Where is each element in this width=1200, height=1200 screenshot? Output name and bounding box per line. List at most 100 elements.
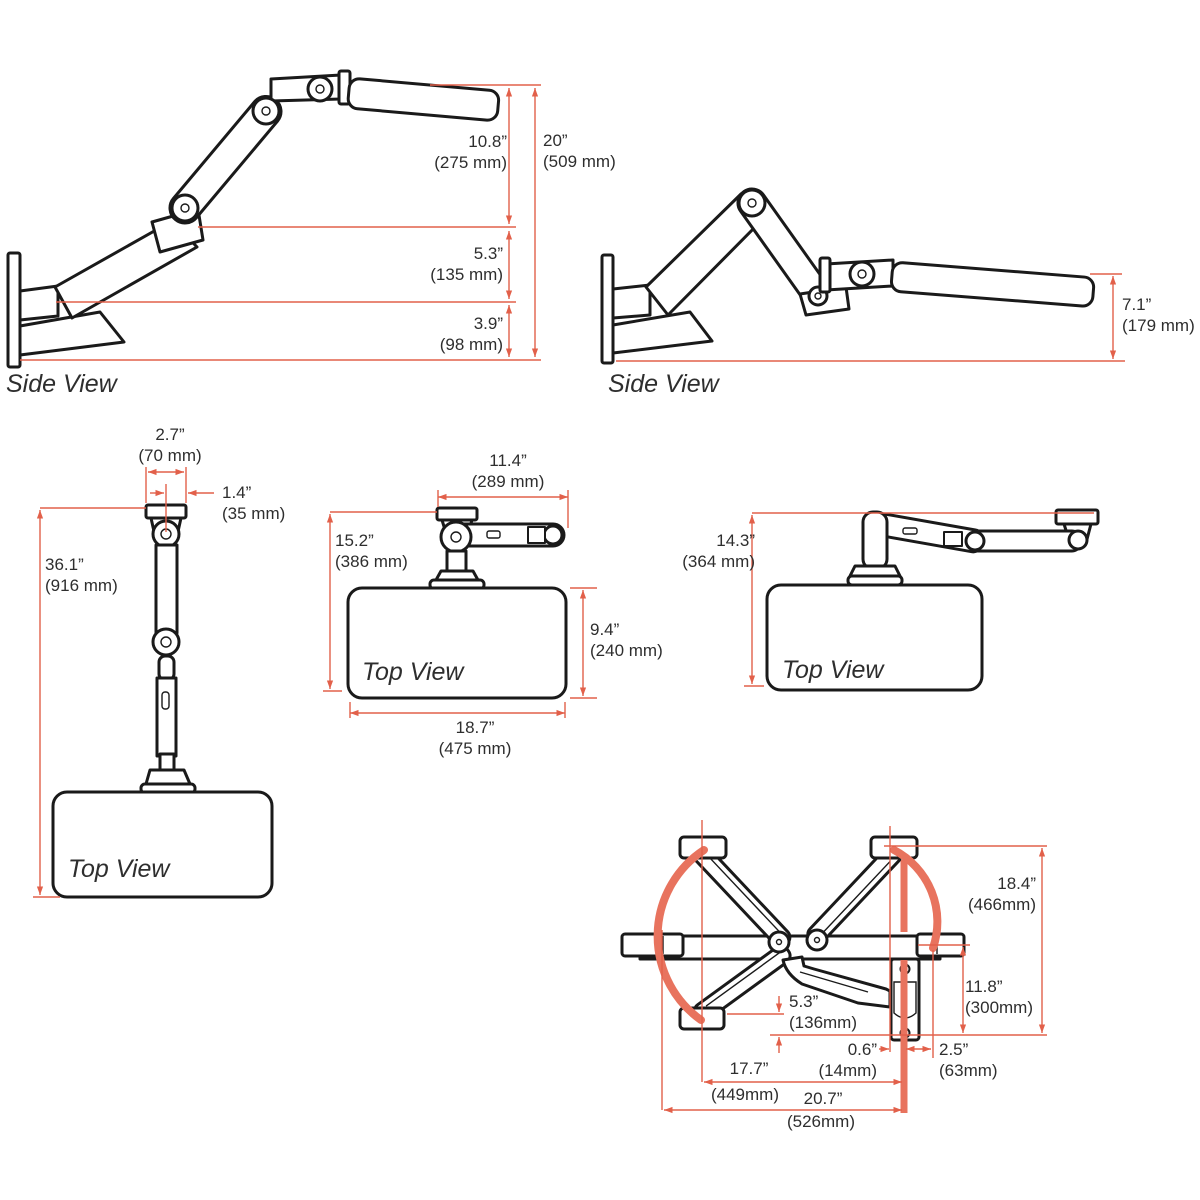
dimension-arrowhead (505, 231, 513, 240)
dim-label-17-7-in: 17.7” (690, 1058, 808, 1079)
pivot-joint (848, 260, 876, 288)
dim-label-14-3: 14.3” (364 mm) (682, 530, 755, 572)
top-view-extended-label: Top View (68, 855, 170, 883)
side-view-raised-label: Side View (6, 370, 117, 398)
dim-mm: (300mm) (965, 998, 1034, 1018)
dimension-arrowhead (531, 88, 539, 97)
dimension-arrowhead (505, 290, 513, 299)
dimension-arrowhead (704, 1078, 713, 1086)
wall-plate (435, 506, 479, 522)
upper-joint-pin (261, 106, 271, 116)
dim-inches: 11.4” (489, 451, 527, 470)
dim-mm: (136mm) (789, 1013, 858, 1033)
dim-mm: (509 mm) (543, 152, 616, 172)
dim-inches: 5.3” (789, 992, 819, 1011)
dim-label-18-7: 18.7” (475 mm) (414, 717, 536, 759)
upper-joint (251, 96, 281, 126)
pivot-joint-pin (857, 269, 867, 279)
dimension-arrowhead (326, 514, 334, 523)
dimension-arrowhead (906, 1045, 915, 1053)
dim-label-9-4: 9.4” (240 mm) (590, 619, 663, 661)
wrist-joint-pin (814, 292, 822, 300)
dim-inches: 36.1” (45, 555, 84, 574)
dimension-arrowhead (959, 947, 967, 956)
keyboard-tray (51, 790, 274, 899)
pad-left (620, 932, 685, 958)
dim-mm: (364 mm) (682, 552, 755, 572)
elbow-joint (964, 530, 986, 552)
dimension-arrowhead (579, 687, 587, 696)
dim-inches: 7.1” (1122, 295, 1152, 314)
dim-mm: (98 mm) (439, 335, 503, 355)
dim-mm: (14mm) (818, 1061, 877, 1081)
top-view-swung-dimensions (744, 512, 1094, 687)
elbow-joint-pin (160, 636, 172, 648)
dimension-arrowhead (350, 709, 359, 717)
dimension-arrowhead (556, 709, 565, 717)
swing-arc-right (890, 846, 942, 952)
dim-inches: 10.8” (468, 132, 507, 151)
top-view-extended-drawing (51, 503, 274, 899)
pivot-joint (306, 75, 334, 103)
dim-mm: (289 mm) (471, 472, 545, 492)
dim-inches: 5.3” (473, 244, 503, 263)
dimension-arrowhead (959, 1024, 967, 1033)
arm-bracket (527, 526, 546, 544)
pivot-joint-pin (315, 84, 325, 94)
elbow-joint (170, 193, 200, 223)
dim-label-10-8: 10.8” (275 mm) (434, 131, 507, 173)
side-view-raised-dimensions (20, 84, 541, 361)
dim-inches: 14.3” (716, 531, 755, 550)
elbow-joint (737, 188, 767, 218)
dimension-arrowhead (1109, 350, 1117, 359)
dimension-arrowhead (559, 493, 568, 501)
dim-label-1-4: 1.4” (35 mm) (222, 482, 285, 524)
dim-label-11-8: 11.8” (300mm) (965, 976, 1033, 1018)
dimension-arrowhead (505, 348, 513, 357)
dimension-arrowhead (922, 1045, 931, 1053)
wall-plate (600, 253, 615, 365)
dim-mm: (466mm) (967, 895, 1036, 915)
dim-mm: (275 mm) (434, 153, 507, 173)
dimension-arrowhead (893, 1078, 902, 1086)
dimension-arrowhead (748, 675, 756, 684)
dim-mm: (240 mm) (590, 641, 663, 661)
dim-label-15-2: 15.2” (386 mm) (335, 530, 408, 572)
dimension-arrowhead (505, 88, 513, 97)
keyboard-tray-arm (346, 77, 501, 122)
swing-arc-left (653, 846, 708, 1024)
dimension-arrowhead (775, 1037, 783, 1046)
dim-mm: (386 mm) (335, 552, 408, 572)
dim-label-17-7-mm: (449mm) (686, 1084, 804, 1105)
dim-mm: (526mm) (786, 1112, 855, 1131)
keyboard-tray-arm (889, 261, 1096, 308)
dimension-arrowhead (893, 1106, 902, 1114)
wall-mount-block (18, 284, 60, 322)
arm-segment-2 (967, 529, 1083, 553)
dimension-arrowhead (148, 468, 157, 476)
dim-inches: 1.4” (222, 483, 252, 502)
wall-plate (6, 251, 22, 369)
dimension-arrowhead (36, 510, 44, 519)
top-view-extended-dimensions (33, 467, 214, 898)
wall-plate (1054, 508, 1100, 526)
keyboard-tray (765, 583, 984, 692)
side-view-lowered-label: Side View (608, 370, 719, 398)
dim-inches: 18.7” (455, 718, 495, 737)
dim-inches: 2.7” (155, 425, 185, 444)
dim-mm: (63mm) (939, 1061, 998, 1081)
dim-inches: 20” (543, 131, 568, 150)
folded-arm-front (781, 955, 892, 1009)
range-of-motion-drawing (620, 835, 966, 1113)
wall-mount-block (611, 283, 652, 320)
tray-mount-flare (144, 768, 192, 786)
dim-label-3-9: 3.9” (98 mm) (440, 313, 503, 355)
dimension-arrowhead (175, 468, 184, 476)
dim-label-5-3-rom: 5.3” (136mm) (789, 991, 857, 1033)
dim-mm: (70 mm) (138, 446, 202, 466)
dim-label-36-1: 36.1” (916 mm) (45, 554, 118, 596)
top-view-folded-dimensions (323, 490, 597, 718)
arm-bracket (943, 531, 963, 547)
